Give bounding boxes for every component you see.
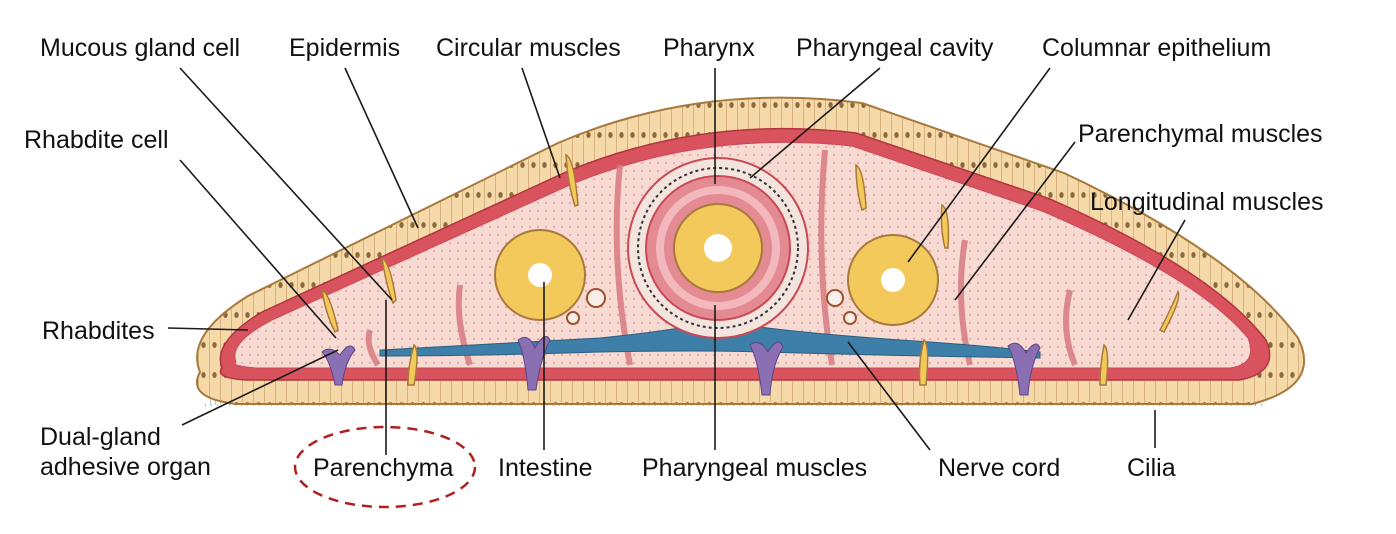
label-dual-gland-line2: adhesive organ — [40, 453, 211, 481]
rhabdite-cells — [321, 153, 1180, 386]
label-pharyngeal-muscles: Pharyngeal muscles — [642, 454, 868, 482]
label-dual-gland-line1: Dual-gland — [40, 423, 161, 451]
label-columnar-epithelium: Columnar epithelium — [1042, 34, 1272, 62]
label-pharyngeal-cavity: Pharyngeal cavity — [796, 34, 994, 62]
leader-lines — [167, 67, 1186, 455]
pharynx-shape — [627, 157, 809, 339]
label-longitudinal-muscles: Longitudinal muscles — [1090, 188, 1324, 216]
label-pharynx: Pharynx — [663, 34, 755, 62]
label-intestine: Intestine — [498, 454, 593, 482]
small-vessels — [566, 288, 857, 325]
intestine-right-shape — [847, 234, 939, 326]
label-nerve-cord: Nerve cord — [938, 454, 1061, 482]
label-epidermis: Epidermis — [289, 34, 401, 62]
label-mucous-gland-cell: Mucous gland cell — [40, 34, 241, 62]
dual-gland-organs — [321, 335, 1041, 396]
label-rhabdite-cell: Rhabdite cell — [24, 126, 169, 154]
intestine-left-shape — [494, 229, 586, 321]
label-parenchyma: Parenchyma — [313, 454, 454, 482]
label-cilia: Cilia — [1127, 454, 1176, 482]
label-parenchymal-muscles: Parenchymal muscles — [1078, 120, 1323, 148]
label-circular-muscles: Circular muscles — [436, 34, 621, 62]
parenchyma-highlight-ellipse — [293, 425, 477, 509]
label-dual-gland-adhesive-organ: Dual-gland adhesive organ — [40, 422, 211, 482]
label-rhabdites: Rhabdites — [42, 317, 155, 345]
